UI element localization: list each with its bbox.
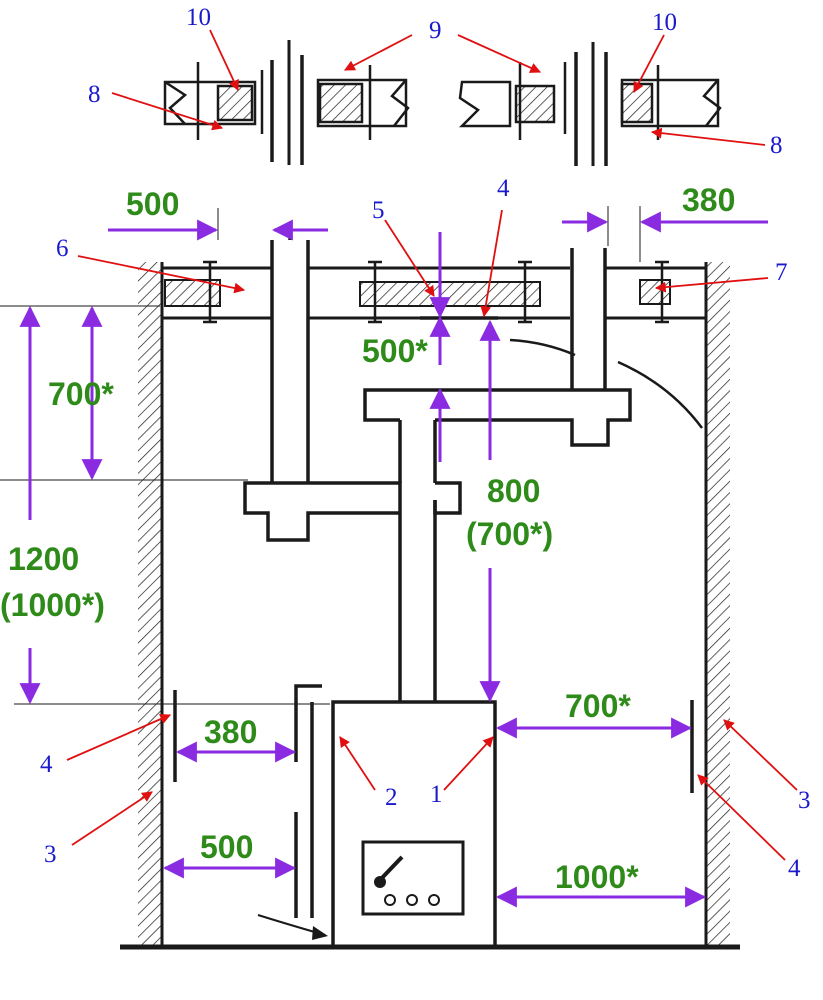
ceiling-deflector <box>509 338 576 357</box>
right-wall <box>704 262 730 947</box>
callout-7: 7 <box>775 259 788 286</box>
dim-ceiling-gap: 500* <box>362 333 428 369</box>
dim-stove-height-a: 1200 <box>8 541 79 577</box>
dim-stove-height-b: (1000*) <box>0 587 105 623</box>
callout-5: 5 <box>372 197 385 224</box>
stove-door-handle <box>378 855 404 882</box>
ceiling-beam-right <box>639 279 671 305</box>
leader-lines <box>66 29 798 861</box>
callout-10: 10 <box>652 9 677 36</box>
callout-2: 2 <box>385 784 398 811</box>
stove-body <box>331 700 497 949</box>
air-flow-arrowhead <box>312 926 328 940</box>
callout-4: 4 <box>788 855 801 882</box>
stove-knob <box>374 876 386 888</box>
dim-pipe-height-alt: (700*) <box>466 516 553 552</box>
dim-screen-gap-lower: 500 <box>200 829 253 865</box>
dim-screen-gap-upper: 380 <box>204 714 257 750</box>
stove-knob <box>384 894 396 906</box>
detail-right <box>458 42 722 166</box>
ceiling-beam-center <box>359 281 541 307</box>
callout-8: 8 <box>88 81 101 108</box>
callout-10: 10 <box>186 4 211 31</box>
stove-chimney <box>243 228 632 949</box>
callout-8: 8 <box>770 132 783 159</box>
callout-1: 1 <box>430 781 443 808</box>
callout-9: 9 <box>429 17 442 44</box>
callout-3: 3 <box>798 787 811 814</box>
dim-top-right-width: 380 <box>682 182 735 218</box>
stove-knob <box>428 894 440 906</box>
stove-door <box>361 840 465 916</box>
detail-left <box>163 40 410 165</box>
left-wall <box>138 262 164 947</box>
callout-4: 4 <box>497 175 510 202</box>
dim-pass-through-height: 700* <box>48 376 114 412</box>
reference-lines <box>0 206 641 705</box>
callout-4: 4 <box>40 751 53 778</box>
dim-right-gap-upper: 700* <box>565 688 631 724</box>
dim-top-left-width: 500 <box>126 186 179 222</box>
dim-right-gap-lower: 1000* <box>555 859 639 895</box>
callout-6: 6 <box>56 235 69 262</box>
dim-pipe-height: 800 <box>487 473 540 509</box>
stove-knob <box>406 894 418 906</box>
dimension-arrows <box>19 211 768 908</box>
wall-deflector <box>617 360 704 429</box>
callout-3: 3 <box>44 841 57 868</box>
